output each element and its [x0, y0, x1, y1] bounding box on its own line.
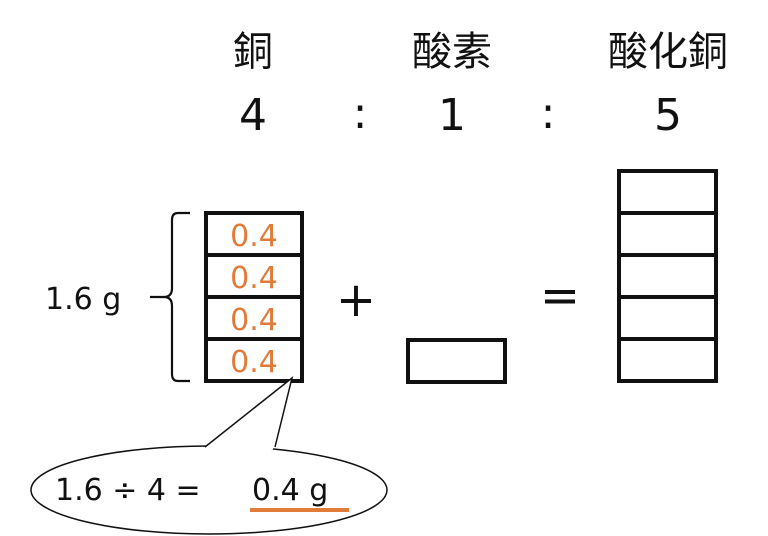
header-oxygen: 酸素 — [412, 29, 492, 75]
copper-oxide-cell — [617, 169, 718, 215]
copper-oxide-stack — [617, 169, 718, 383]
ratio-copper: 4 — [239, 90, 267, 141]
equals-sign: = — [540, 268, 580, 324]
result-underline — [250, 508, 349, 512]
ratio-separator: : — [353, 88, 368, 139]
copper-cell-value: 0.4 — [230, 303, 278, 338]
copper-oxide-cell — [617, 295, 718, 341]
ratio-oxygen: 1 — [438, 90, 466, 141]
copper-cell-value: 0.4 — [230, 345, 278, 380]
copper-oxide-cell — [617, 337, 718, 383]
copper-cell-value: 0.4 — [230, 219, 278, 254]
header-copper: 銅 — [233, 29, 273, 75]
plus-sign: + — [336, 272, 376, 328]
callout-result: 0.4 g — [252, 473, 328, 508]
ratio-separator: : — [541, 88, 556, 139]
ratio-copper-oxide: 5 — [654, 90, 682, 141]
copper-stack: 0.4 0.4 0.4 0.4 — [204, 211, 304, 383]
copper-cell-value: 0.4 — [230, 261, 278, 296]
copper-cell — [204, 337, 304, 383]
copper-oxide-cell — [617, 211, 718, 257]
callout-bubble: 1.6 ÷ 4 = 0.4 g — [30, 376, 388, 535]
copper-oxide-cell — [617, 253, 718, 299]
oxygen-cell — [406, 338, 507, 384]
header-copper-oxide: 酸化銅 — [608, 29, 728, 75]
brace — [150, 211, 190, 383]
callout-expression: 1.6 ÷ 4 = — [55, 473, 201, 508]
copper-mass-label: 1.6 g — [45, 282, 121, 317]
